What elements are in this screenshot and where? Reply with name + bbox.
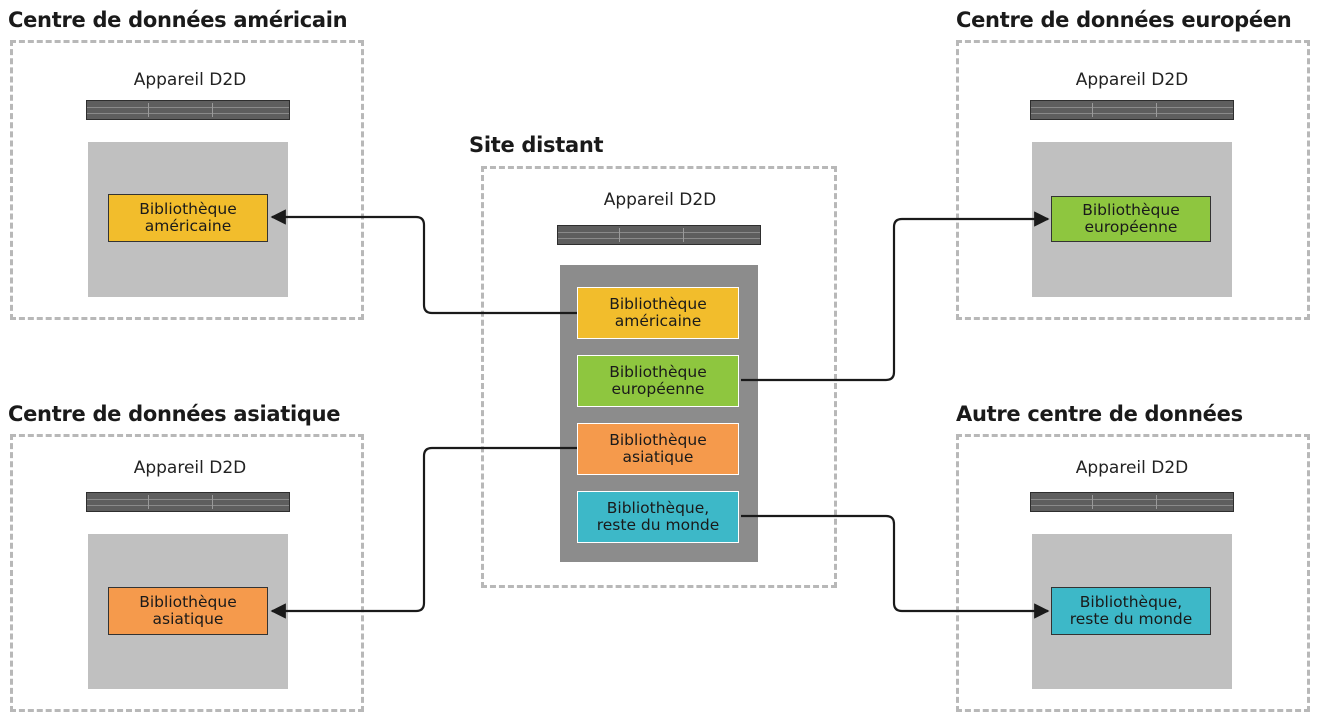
asia-device-label: Appareil D2D bbox=[133, 458, 247, 478]
remote-us-library: Bibliothèque américaine bbox=[577, 287, 739, 339]
us-library: Bibliothèque américaine bbox=[108, 194, 268, 242]
asia-d2d-appliance bbox=[86, 492, 290, 512]
eu-d2d-appliance bbox=[1030, 100, 1234, 120]
us-device-label: Appareil D2D bbox=[133, 70, 247, 90]
us-site-container bbox=[10, 40, 364, 320]
remote-d2d-appliance bbox=[557, 225, 761, 245]
asia-library: Bibliothèque asiatique bbox=[108, 587, 268, 635]
us-d2d-appliance bbox=[86, 100, 290, 120]
remote-asia-library: Bibliothèque asiatique bbox=[577, 423, 739, 475]
remote-eu-library: Bibliothèque européenne bbox=[577, 355, 739, 407]
remote-library-panel: Bibliothèque américaine Bibliothèque eur… bbox=[560, 265, 758, 562]
asia-site-title: Centre de données asiatique bbox=[8, 402, 341, 426]
remote-other-library: Bibliothèque, reste du monde bbox=[577, 491, 739, 543]
eu-device-label: Appareil D2D bbox=[1075, 70, 1189, 90]
remote-device-label: Appareil D2D bbox=[603, 190, 717, 210]
other-site-title: Autre centre de données bbox=[956, 402, 1243, 426]
other-d2d-appliance bbox=[1030, 492, 1234, 512]
other-library: Bibliothèque, reste du monde bbox=[1051, 587, 1211, 635]
eu-site-container bbox=[956, 40, 1310, 320]
remote-site-title: Site distant bbox=[469, 133, 604, 157]
eu-library: Bibliothèque européenne bbox=[1051, 196, 1211, 242]
eu-site-title: Centre de données européen bbox=[956, 8, 1292, 32]
us-site-title: Centre de données américain bbox=[8, 8, 348, 32]
other-device-label: Appareil D2D bbox=[1075, 458, 1189, 478]
